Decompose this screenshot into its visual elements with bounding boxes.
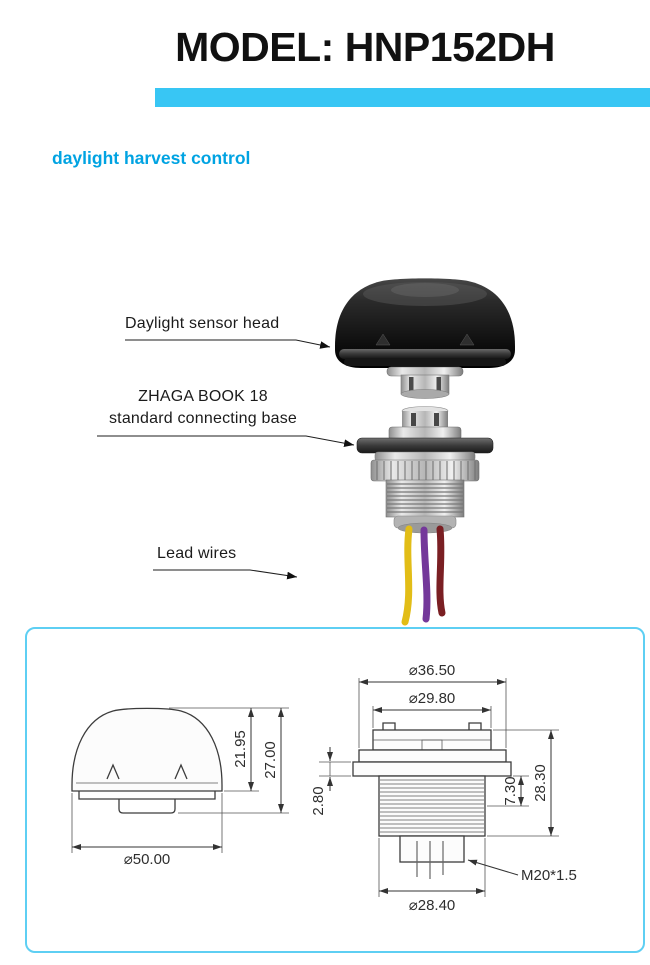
wire-purple bbox=[420, 526, 431, 623]
dome-base-lip bbox=[78, 791, 216, 800]
product-illustration bbox=[97, 278, 515, 626]
thread-ridges bbox=[387, 483, 463, 513]
base-washer bbox=[374, 451, 476, 462]
side-view-drawing: 21.95 27.00 ⌀50.00 bbox=[71, 707, 289, 868]
base-lock-nut bbox=[370, 459, 480, 482]
lock-nut-knurls bbox=[376, 461, 476, 480]
twist-tab-right bbox=[174, 763, 188, 780]
bottom-tube bbox=[399, 835, 465, 863]
thread-body bbox=[378, 775, 486, 837]
sensor-head bbox=[335, 278, 515, 399]
section-view-drawing: ⌀36.50 ⌀29.80 7.30 28.30 2.80 ⌀28.40 M20… bbox=[310, 662, 577, 914]
dim-top-outer-diameter: ⌀36.50 bbox=[409, 662, 456, 679]
page-title: MODEL: HNP152DH bbox=[175, 24, 555, 70]
thread-spec-leader bbox=[467, 859, 519, 876]
callout-sensor-head: Daylight sensor head bbox=[125, 315, 280, 332]
base-thread bbox=[385, 479, 465, 518]
dim-thread-section: 7.30 bbox=[502, 776, 519, 805]
base-plug-slot bbox=[434, 413, 439, 426]
top-extension-lines bbox=[358, 678, 507, 748]
cap-tab-left bbox=[382, 722, 396, 730]
leader-arrow-lead-wires bbox=[153, 569, 298, 580]
base-plug-slot bbox=[411, 413, 416, 426]
thread-ridges bbox=[380, 779, 484, 833]
flange bbox=[352, 761, 512, 777]
connecting-base bbox=[356, 406, 494, 534]
dim-thread-diameter: ⌀28.40 bbox=[409, 897, 456, 914]
flange-extension-lines bbox=[319, 761, 351, 777]
dome-highlight bbox=[363, 282, 487, 306]
head-connector-bottom bbox=[400, 389, 450, 399]
head-connector-slot bbox=[436, 377, 441, 391]
cap-tab-right bbox=[468, 722, 482, 730]
cap-lip bbox=[358, 749, 507, 763]
callout-lead-wires: Lead wires bbox=[157, 545, 237, 562]
dome-tab-right bbox=[459, 333, 475, 346]
thread-spec-label: M20*1.5 bbox=[521, 867, 577, 884]
extension-lines bbox=[71, 707, 289, 853]
head-connector-slot bbox=[409, 377, 414, 391]
dome-base-stub bbox=[118, 799, 176, 814]
title-accent-bar bbox=[155, 88, 650, 107]
dimension-panel: 21.95 27.00 ⌀50.00 ⌀36.50 bbox=[25, 627, 645, 953]
dome-highlight-inner bbox=[391, 283, 459, 297]
base-plug bbox=[402, 411, 448, 428]
wire-stubs bbox=[416, 841, 444, 879]
callout-arrows bbox=[97, 339, 355, 580]
base-flange bbox=[356, 437, 494, 454]
lead-wires bbox=[401, 525, 446, 626]
dome-tab-left bbox=[375, 333, 391, 346]
technical-drawing: 21.95 27.00 ⌀50.00 ⌀36.50 bbox=[71, 662, 577, 914]
dim-top-inner-diameter: ⌀29.80 bbox=[409, 690, 456, 707]
dome-rim bbox=[339, 349, 511, 359]
bottom-extension-lines bbox=[378, 838, 486, 897]
wire-yellow bbox=[401, 525, 413, 626]
head-connector-disk bbox=[386, 366, 464, 377]
dim-height-to-base: 21.95 bbox=[232, 730, 249, 768]
dome-profile bbox=[71, 707, 223, 792]
product-subtitle: daylight harvest control bbox=[52, 148, 251, 168]
dim-flange-thickness: 2.80 bbox=[310, 786, 327, 815]
dome-rim-seam bbox=[344, 358, 506, 366]
leader-arrow-connecting-base bbox=[97, 435, 355, 447]
dim-diameter: ⌀50.00 bbox=[124, 851, 171, 868]
wire-maroon bbox=[436, 525, 446, 617]
twist-tab-left bbox=[106, 763, 120, 780]
dim-height-total: 27.00 bbox=[262, 741, 279, 779]
leader-arrow-sensor-head bbox=[125, 339, 331, 349]
callout-base-line1: ZHAGA BOOK 18 bbox=[138, 388, 268, 405]
callout-base-line2: standard connecting base bbox=[108, 410, 298, 427]
dim-body-height: 28.30 bbox=[532, 764, 549, 802]
